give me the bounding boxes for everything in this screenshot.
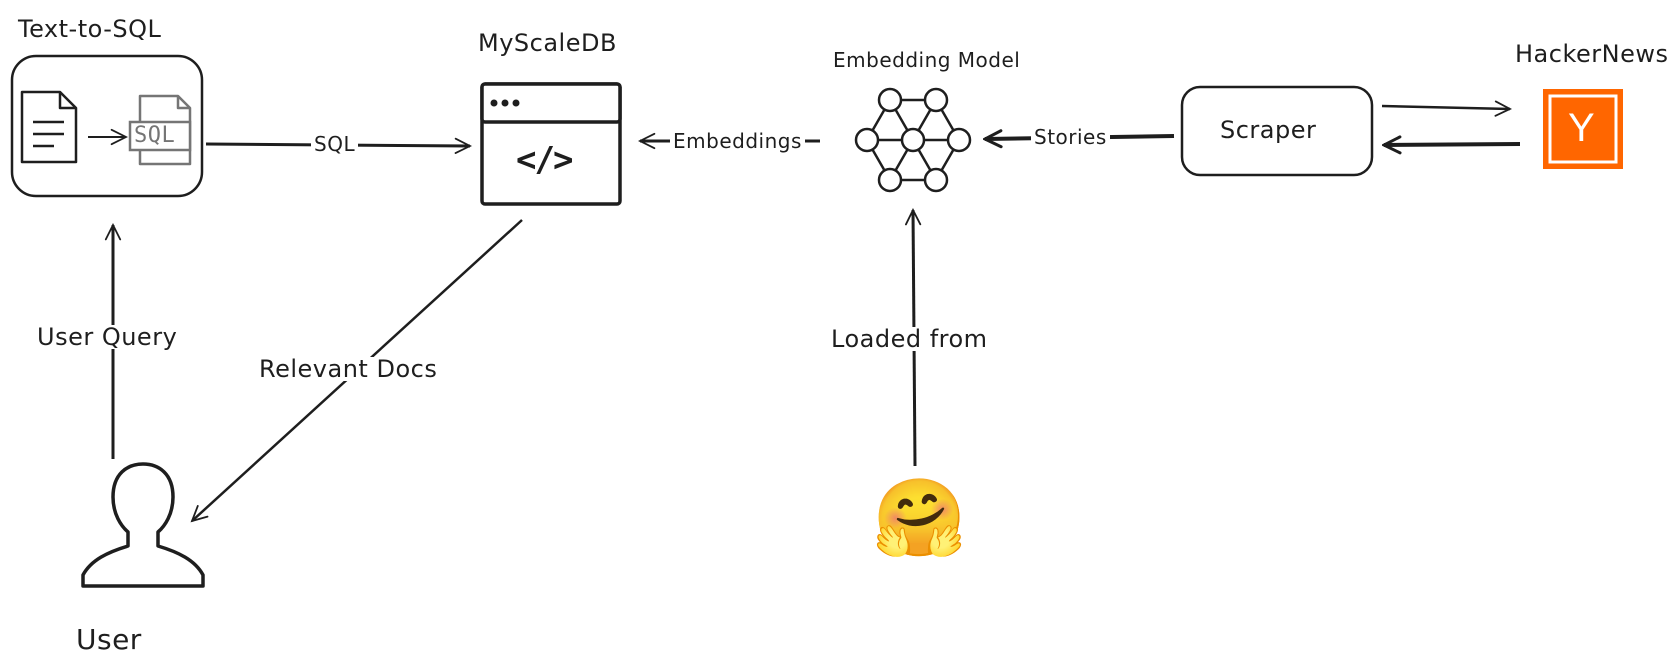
edge-label-loaded-from: Loaded from (828, 327, 991, 351)
sql-file-tag: SQL (134, 123, 176, 148)
edge-label-embeddings: Embeddings (670, 131, 805, 151)
hackernews-logo-icon (1543, 89, 1623, 169)
text-to-sql-node (10, 54, 204, 198)
window-dot (490, 99, 498, 107)
code-icon: </> (516, 140, 573, 180)
window-dot (512, 99, 520, 107)
hackernews-title: HackerNews (1515, 40, 1669, 68)
window-dot (501, 99, 509, 107)
myscaledb-title: MyScaleDB (478, 29, 617, 57)
edge-label-relevant-docs: Relevant Docs (256, 357, 441, 381)
text-to-sql-title: Text-to-SQL (18, 15, 162, 43)
edge-label-user-query: User Query (34, 325, 181, 349)
user-icon (81, 462, 205, 588)
hackernews-logo-letter: Y (1568, 106, 1596, 150)
document-icon (20, 90, 78, 164)
edge-hackernews-to-scraper (1384, 144, 1521, 145)
neural-network-icon (854, 87, 972, 193)
myscaledb-node (480, 82, 622, 206)
edge-label-stories: Stories (1031, 127, 1110, 147)
sql-file-icon (128, 94, 192, 166)
hugging-face-icon: 🤗 (872, 473, 968, 562)
embedding-model-title: Embedding Model (833, 48, 1021, 72)
scraper-node (1180, 85, 1374, 177)
scraper-label: Scraper (1220, 116, 1317, 144)
user-label: User (76, 623, 142, 656)
edge-scraper-to-hackernews (1381, 106, 1510, 109)
edge-label-sql: SQL (311, 134, 359, 154)
